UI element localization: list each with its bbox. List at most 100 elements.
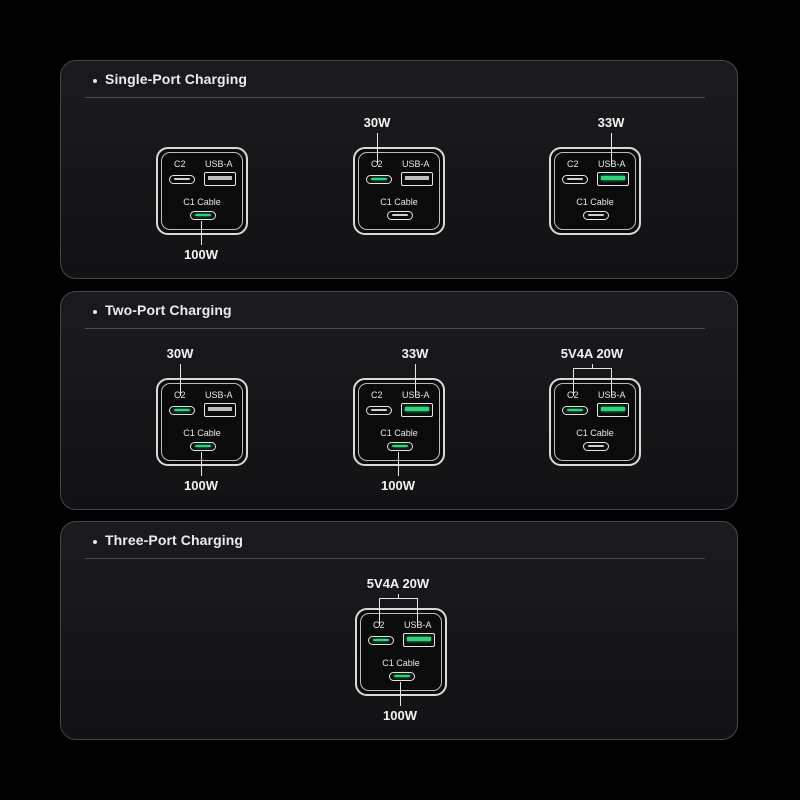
usb-a-port (597, 403, 629, 417)
port-label-c1: C1 Cable (183, 197, 221, 207)
wattage-label-bottom: 100W (381, 478, 415, 493)
port-contact (208, 176, 232, 180)
charger-face (358, 383, 440, 461)
charger-diagram: C2 USB-A C1 Cable (156, 147, 248, 235)
leader-line (201, 221, 202, 245)
leader-line (592, 364, 593, 368)
wattage-label-top: 5V4A 20W (560, 346, 624, 361)
usb-c-port-c1 (583, 211, 609, 220)
port-label-c1: C1 Cable (183, 428, 221, 438)
charger-diagram: C2 USB-A C1 Cable (353, 147, 445, 235)
leader-line (573, 368, 574, 396)
port-label-c2: C2 (373, 620, 385, 630)
section-title: Two-Port Charging (105, 302, 232, 318)
leader-line (611, 368, 612, 396)
usb-c-port-c2 (562, 406, 588, 415)
wattage-label-top: 30W (363, 115, 391, 130)
port-contact (371, 409, 387, 411)
bracket-line (379, 598, 417, 599)
port-contact (195, 445, 211, 447)
port-contact (405, 176, 429, 180)
charger-face (358, 152, 440, 230)
port-label-c2: C2 (567, 390, 579, 400)
port-contact (371, 178, 387, 180)
charger-face (360, 613, 442, 691)
port-contact (392, 445, 408, 447)
section-header: Three-Port Charging (85, 532, 705, 559)
port-contact (588, 445, 604, 447)
port-label-c2: C2 (371, 390, 383, 400)
port-label-c1: C1 Cable (576, 428, 614, 438)
bullet-icon (93, 79, 97, 83)
usb-c-port-c2 (366, 406, 392, 415)
charger-face (554, 152, 636, 230)
usb-a-port (401, 403, 433, 417)
usb-c-port-c1 (190, 211, 216, 220)
bullet-icon (93, 540, 97, 544)
leader-line (398, 452, 399, 476)
leader-line (180, 364, 181, 396)
charger-face (161, 383, 243, 461)
port-label-usb-a: USB-A (205, 390, 233, 400)
charger-face (554, 383, 636, 461)
leader-line (379, 598, 380, 626)
port-contact (601, 407, 625, 411)
port-contact (601, 176, 625, 180)
leader-line (611, 133, 612, 165)
port-contact (195, 214, 211, 216)
wattage-label-top: 33W (597, 115, 625, 130)
usb-c-port-c1 (387, 442, 413, 451)
section-title: Single-Port Charging (105, 71, 247, 87)
port-label-c1: C1 Cable (380, 428, 418, 438)
usb-c-port-c2 (366, 175, 392, 184)
charger-diagram: C2 USB-A C1 Cable (156, 378, 248, 466)
port-label-c2: C2 (174, 159, 186, 169)
usb-c-port-c2 (169, 175, 195, 184)
port-contact (208, 407, 232, 411)
port-contact (405, 407, 429, 411)
leader-line (398, 594, 399, 598)
usb-a-port (597, 172, 629, 186)
port-contact (174, 409, 190, 411)
wattage-label-top: 33W (401, 346, 429, 361)
port-label-c2: C2 (174, 390, 186, 400)
port-label-c1: C1 Cable (380, 197, 418, 207)
port-label-c2: C2 (567, 159, 579, 169)
leader-line (415, 364, 416, 396)
port-label-c2: C2 (371, 159, 383, 169)
charger-face (161, 152, 243, 230)
wattage-label-bottom: 100W (184, 478, 218, 493)
port-label-usb-a: USB-A (205, 159, 233, 169)
port-label-c1: C1 Cable (576, 197, 614, 207)
leader-line (400, 682, 401, 706)
wattage-label-top: 5V4A 20W (366, 576, 430, 591)
usb-c-port-c1 (387, 211, 413, 220)
section-header: Two-Port Charging (85, 302, 705, 329)
port-contact (373, 639, 389, 641)
port-label-usb-a: USB-A (402, 159, 430, 169)
bullet-icon (93, 310, 97, 314)
usb-a-port (403, 633, 435, 647)
port-contact (567, 409, 583, 411)
port-label-c1: C1 Cable (382, 658, 420, 668)
leader-line (201, 452, 202, 476)
port-contact (407, 637, 431, 641)
port-contact (174, 178, 190, 180)
usb-c-port-c2 (368, 636, 394, 645)
usb-a-port (401, 172, 433, 186)
usb-c-port-c1 (190, 442, 216, 451)
wattage-label-top: 30W (166, 346, 194, 361)
port-contact (588, 214, 604, 216)
usb-c-port-c1 (389, 672, 415, 681)
port-contact (392, 214, 408, 216)
leader-line (377, 133, 378, 165)
usb-a-port (204, 403, 236, 417)
usb-a-port (204, 172, 236, 186)
usb-c-port-c2 (562, 175, 588, 184)
